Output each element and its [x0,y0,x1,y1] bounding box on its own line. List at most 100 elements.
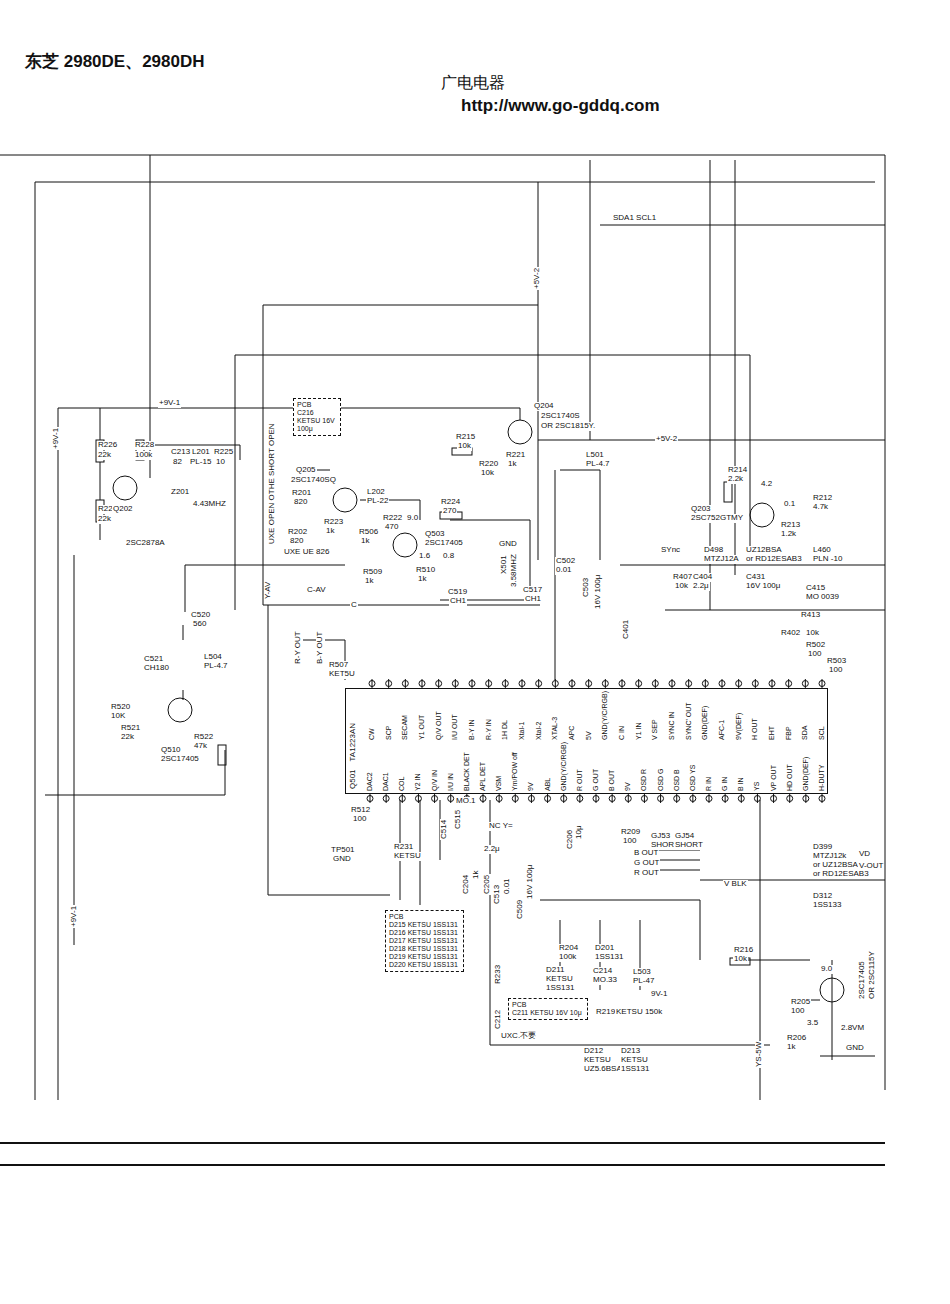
pin-name: Ym/POW off [511,751,519,792]
pin-name: AFC-1 [718,719,726,741]
component-label: R209 [620,828,641,837]
component-label: 10k [457,442,472,451]
wire [74,555,75,945]
component-label: C205 [483,874,492,895]
component-label: R520 [110,703,131,712]
wire [590,160,591,440]
component-symbol [641,796,647,802]
component-symbol [432,796,438,802]
component-label: R212 [812,494,833,503]
pin-name: DAC1 [382,771,390,792]
component-label: Q510 [160,746,182,755]
component-symbol [496,796,502,802]
component-label: L504 [203,653,223,662]
component-label: L460 [812,546,832,555]
component-symbol [569,681,575,687]
component-symbol [512,796,518,802]
component-label: R219 [595,1008,616,1017]
component-label: 9V-1 [650,990,668,999]
component-label: 1k [364,577,374,586]
component-label: VD [858,850,871,859]
component-label: GND [332,855,352,864]
component-label: +9V-1 [70,905,79,928]
pin-name: OSD R [640,768,648,792]
component-label: R222 [382,514,403,523]
component-label: +9V-1 [158,399,181,408]
component-symbol [386,681,392,687]
wire [263,305,540,605]
component-label: +9V-1 [52,427,61,450]
component-label: D498 [703,546,724,555]
pin-name: G OUT [592,768,600,792]
pin-name: BLACK DET [463,751,471,792]
component-label: Q205 [295,466,317,475]
pin-name: EHT [768,725,776,741]
pin-name: I/U OUT [451,713,459,741]
component-label: 1k [786,1043,796,1052]
component-label: D213 [620,1047,641,1056]
component-symbol [536,681,542,687]
component-symbol [658,796,664,802]
component-label: 3.5 [806,1019,819,1028]
component-label: UXC.不要 [500,1032,537,1041]
pin-name: G IN [721,776,729,792]
component-label: GJ53 [650,832,671,841]
pcb-dashed-box: PCBC216 KETSU 16V 100μ [293,398,341,436]
component-symbol [771,796,777,802]
component-label: 2.2k [727,475,744,484]
component-label: CH1 [449,597,467,606]
component-symbol [552,681,558,687]
wire [183,625,184,700]
pin-name: R IN [705,776,713,792]
component-label: OR 2SC1815Y. [540,422,596,431]
component-label: 100 [352,815,367,824]
component-label: or RD12ESAB3 [745,555,803,564]
pin-name: 1H DL [501,719,509,741]
component-label: KETSU [393,852,422,861]
component-label: C503 [582,577,591,598]
component-label: 2.2μ [692,582,710,591]
pcb-note: C211 KETSU 16V 10μ [512,1009,584,1017]
component-label: C [350,601,358,610]
component-symbol [686,681,692,687]
component-label: 22k [97,515,112,524]
component-symbol [586,681,592,687]
component-label: SDA1 SCL1 [612,214,657,223]
pcb-dashed-box: PCBD215 KETSU 1SS131D216 KETSU 1SS131D21… [385,910,464,972]
component-symbol [502,681,508,687]
component-label: CH1 [524,595,542,604]
component-label: 10k [480,469,495,478]
component-label: TP501 [330,846,356,855]
pin-name: YS [753,781,761,792]
component-label: 100 [828,666,843,675]
component-label: 1SS131 [545,984,575,993]
pin-name: GND(DEF) [701,705,709,741]
pin-name: R-Y IN [485,718,493,741]
component-label: C514 [440,819,449,840]
component-symbol [486,681,492,687]
wire [235,355,750,560]
pcb-note: D219 KETSU 1SS131 [389,953,460,961]
ic-name: Q501 [348,769,357,789]
component-label: 0.8 [442,552,455,561]
wire [0,155,885,156]
pin-name: Q/V OUT [435,710,443,741]
component-label: YS-5W [755,1041,764,1068]
component-symbol [690,796,696,802]
wire [538,182,539,560]
pin-name: 9V(DEF) [735,712,743,741]
component-label: 47k [193,742,208,751]
page-title: 东芝 2980DE、2980DH [25,50,205,73]
pin-name: SCP [385,725,393,741]
component-label: C212 [494,1009,503,1030]
component-label: D212 [583,1047,604,1056]
component-label: R502 [805,641,826,650]
component-label: PL-4.7 [585,460,611,469]
component-symbol [480,796,486,802]
component-symbol [754,796,760,802]
wire [0,1142,885,1144]
wire [710,160,711,610]
component-label: C521 [143,655,164,664]
component-label: R206 [786,1034,807,1043]
component-label: +5V-2 [655,435,678,444]
